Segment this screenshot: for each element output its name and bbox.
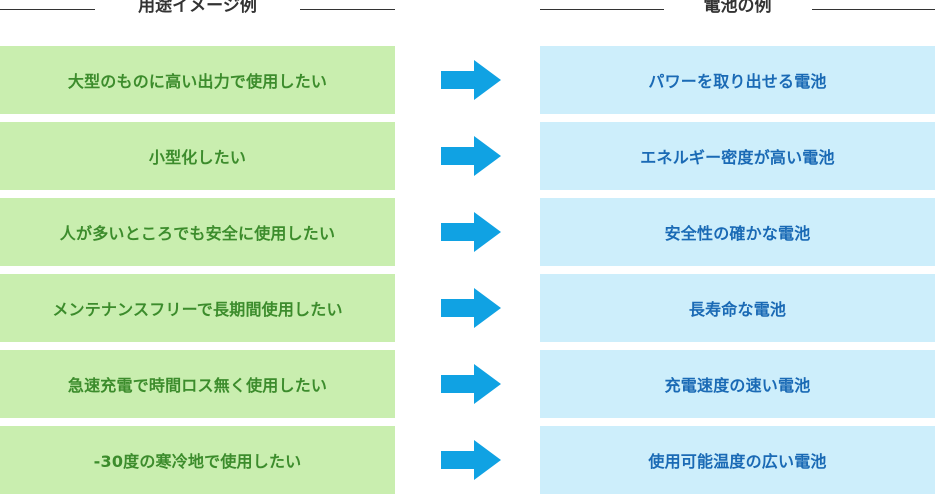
use-case-label: 小型化したい <box>148 148 247 167</box>
right-arrow-icon <box>441 288 501 328</box>
battery-type-label: 充電速度の速い電池 <box>664 376 811 395</box>
mapping-row: -30度の寒冷地で使用したい 使用可能温度の広い電池 <box>0 426 935 494</box>
mapping-row: 急速充電で時間ロス無く使用したい 充電速度の速い電池 <box>0 350 935 418</box>
mapping-row: 小型化したい エネルギー密度が高い電池 <box>0 122 935 190</box>
header-use-examples: 用途イメージ例 <box>0 0 395 20</box>
header-rule <box>540 9 664 10</box>
battery-type-box: 充電速度の速い電池 <box>540 350 935 418</box>
right-arrow-icon <box>441 212 501 252</box>
battery-type-label: 安全性の確かな電池 <box>664 224 811 243</box>
battery-type-label: パワーを取り出せる電池 <box>648 72 827 91</box>
header-rule <box>300 9 395 10</box>
header-rule <box>812 9 935 10</box>
use-case-label: -30度の寒冷地で使用したい <box>93 452 302 471</box>
battery-type-label: エネルギー密度が高い電池 <box>640 148 835 167</box>
use-case-label: メンテナンスフリーで長期間使用したい <box>52 300 343 319</box>
right-arrow-icon <box>441 136 501 176</box>
battery-type-label: 使用可能温度の広い電池 <box>648 452 827 471</box>
right-arrow-icon <box>441 60 501 100</box>
use-case-box: 急速充電で時間ロス無く使用したい <box>0 350 395 418</box>
header-title: 用途イメージ例 <box>138 0 257 16</box>
use-case-label: 急速充電で時間ロス無く使用したい <box>67 376 328 395</box>
right-arrow-icon <box>441 440 501 480</box>
use-case-box: 大型のものに高い出力で使用したい <box>0 46 395 114</box>
use-case-box: -30度の寒冷地で使用したい <box>0 426 395 494</box>
use-case-label: 人が多いところでも安全に使用したい <box>59 224 336 243</box>
battery-type-label: 長寿命な電池 <box>688 300 787 319</box>
use-case-label: 大型のものに高い出力で使用したい <box>67 72 328 91</box>
use-case-box: 小型化したい <box>0 122 395 190</box>
mapping-row: メンテナンスフリーで長期間使用したい 長寿命な電池 <box>0 274 935 342</box>
battery-type-box: 長寿命な電池 <box>540 274 935 342</box>
battery-type-box: 安全性の確かな電池 <box>540 198 935 266</box>
use-case-box: メンテナンスフリーで長期間使用したい <box>0 274 395 342</box>
battery-type-box: パワーを取り出せる電池 <box>540 46 935 114</box>
battery-type-box: 使用可能温度の広い電池 <box>540 426 935 494</box>
mapping-row: 人が多いところでも安全に使用したい 安全性の確かな電池 <box>0 198 935 266</box>
use-case-box: 人が多いところでも安全に使用したい <box>0 198 395 266</box>
header-rule <box>0 9 95 10</box>
header-battery-examples: 電池の例 <box>540 0 935 20</box>
right-arrow-icon <box>441 364 501 404</box>
battery-type-box: エネルギー密度が高い電池 <box>540 122 935 190</box>
header-title: 電池の例 <box>703 0 772 16</box>
mapping-row: 大型のものに高い出力で使用したい パワーを取り出せる電池 <box>0 46 935 114</box>
